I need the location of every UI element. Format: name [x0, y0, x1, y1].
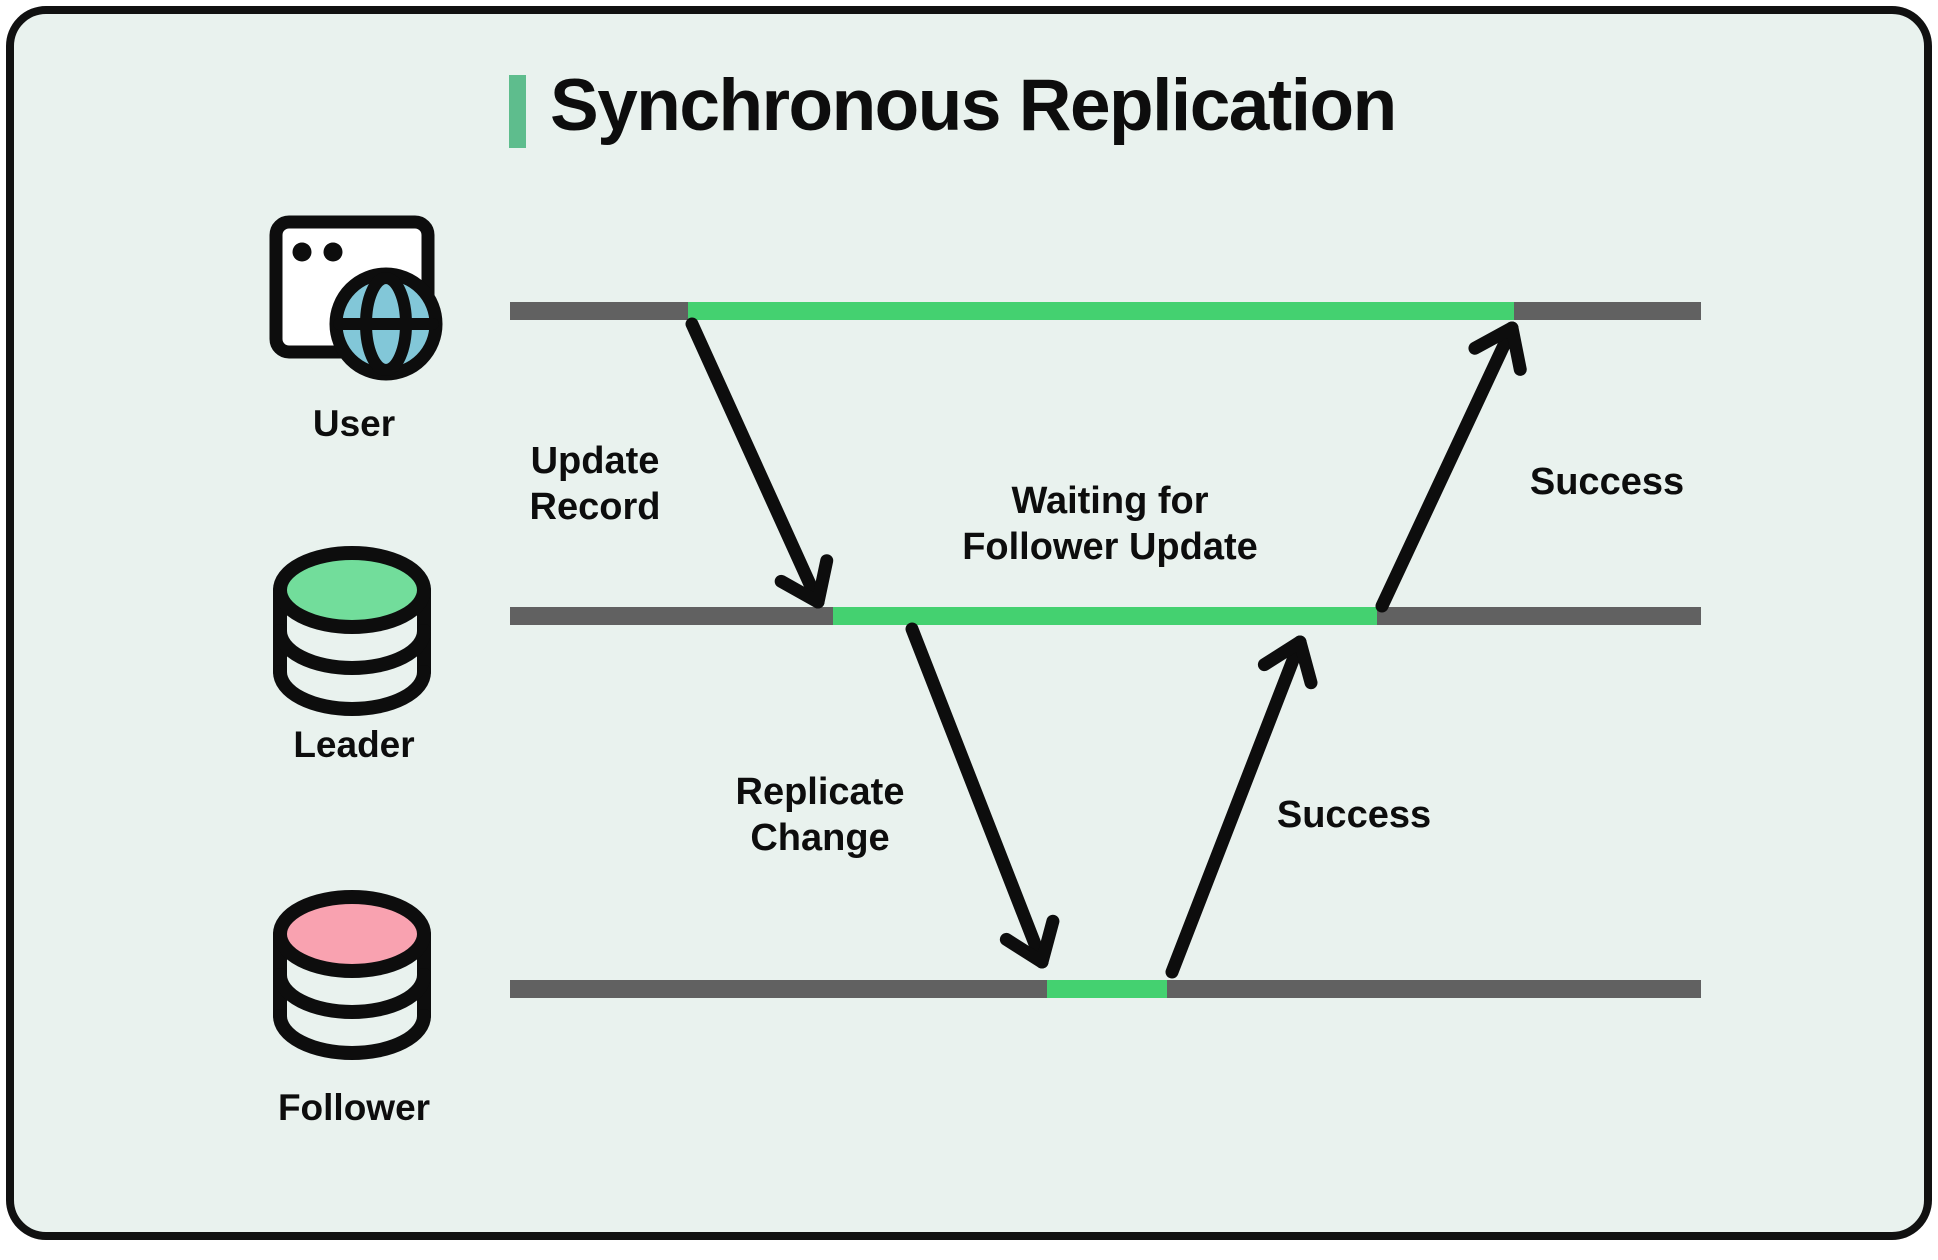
timeline-leader: [510, 607, 1701, 625]
timeline-leader-active-segment: [833, 607, 1377, 625]
browser-globe-icon: [269, 215, 443, 381]
database-icon: [273, 890, 431, 1060]
actor-label-follower: Follower: [277, 1087, 431, 1128]
replicate-change-label: Replicate Change: [735, 771, 905, 859]
success-to-user-arrow: [1375, 321, 1527, 613]
title-accent-bar: [509, 75, 526, 148]
success-to-user-label: Success: [1529, 461, 1685, 503]
timeline-user-active-segment: [688, 302, 1514, 320]
actor-label-user: User: [312, 403, 396, 444]
database-top-disc: [273, 546, 431, 634]
update-record-label: Update Record: [529, 440, 661, 528]
browser-dot: [292, 242, 312, 262]
timeline-follower: [510, 980, 1701, 998]
timeline-follower-active-segment: [1047, 980, 1167, 998]
database-top-disc: [273, 890, 431, 978]
browser-dot: [323, 242, 343, 262]
actor-label-leader: Leader: [293, 724, 415, 765]
success-to-leader-label: Success: [1276, 794, 1432, 836]
waiting-for-follower-label: Waiting for Follower Update: [962, 480, 1258, 568]
database-icon: [273, 546, 431, 716]
page-title: Synchronous Replication: [550, 65, 1397, 146]
diagram-card: Synchronous Replication User Leader Foll…: [6, 6, 1932, 1240]
timeline-user: [510, 302, 1701, 320]
